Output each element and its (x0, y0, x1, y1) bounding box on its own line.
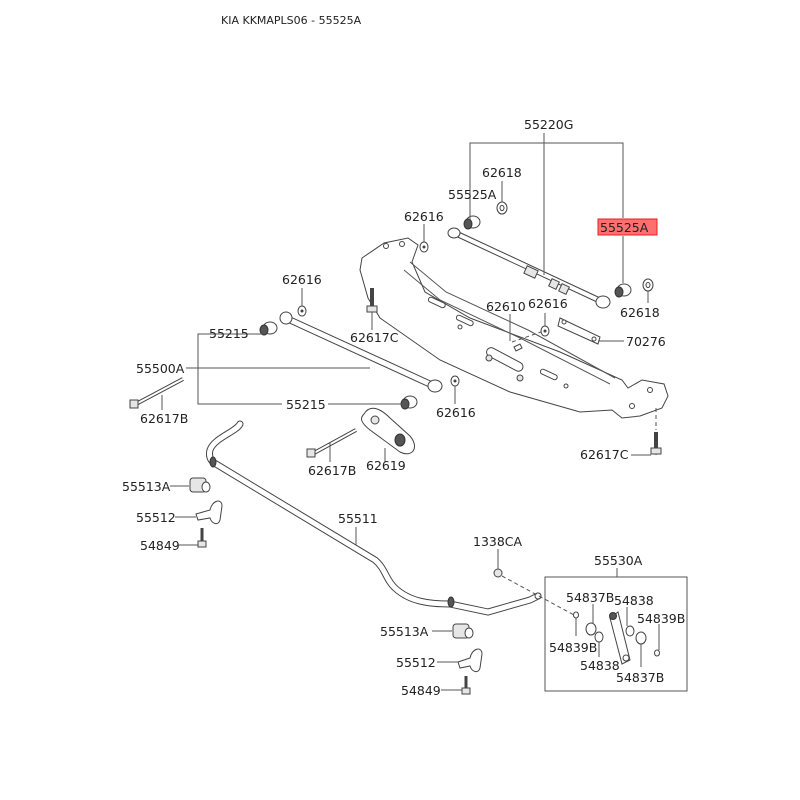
bushing-54837B-bottom[interactable] (635, 631, 647, 645)
callout-70276[interactable]: 70276 (626, 334, 666, 349)
bushing-55513A-bottom[interactable] (452, 623, 474, 639)
bracket-62619[interactable] (361, 407, 415, 455)
stabilizer-bar-55511[interactable] (206, 420, 542, 616)
callout-55511[interactable]: 55511 (338, 511, 378, 526)
clamp-55512-left[interactable] (195, 500, 223, 525)
callout-54849-bottom[interactable]: 54849 (401, 683, 441, 698)
callout-54839B-left[interactable]: 54839B (549, 640, 597, 655)
callout-55513A-bottom[interactable]: 55513A (380, 624, 429, 639)
callout-62617C-right[interactable]: 62617C (580, 447, 629, 462)
washer-54838-top[interactable] (625, 625, 635, 637)
bushing-55513A-left[interactable] (189, 477, 211, 493)
callout-62618-right[interactable]: 62618 (620, 305, 660, 320)
bushing-55525A-right[interactable] (614, 283, 632, 298)
callout-62619[interactable]: 62619 (366, 458, 406, 473)
washer-62616-top[interactable] (419, 241, 429, 253)
ring-54839B-right[interactable] (654, 649, 660, 657)
trailing-arm-55500A[interactable] (279, 311, 443, 393)
bolt-54849-bottom[interactable] (461, 676, 471, 695)
crossmember-62610[interactable] (359, 237, 669, 419)
callout-55525A-highlight[interactable]: 55525A (600, 220, 649, 235)
callout-54838-bottom[interactable]: 54838 (580, 658, 620, 673)
kit-box-55530A (544, 576, 688, 692)
callout-62616-lower[interactable]: 62616 (436, 405, 476, 420)
highlighted-part-box[interactable] (597, 218, 658, 236)
bolt-62617B-left[interactable] (129, 377, 184, 409)
callout-55513A-left[interactable]: 55513A (122, 479, 171, 494)
callout-54849-left[interactable]: 54849 (140, 538, 180, 553)
callout-54837B-top[interactable]: 54837B (566, 590, 614, 605)
callout-62618-top[interactable]: 62618 (482, 165, 522, 180)
callout-55215-upper[interactable]: 55215 (209, 326, 249, 341)
callout-1338CA[interactable]: 1338CA (473, 534, 523, 549)
nut-62618-right[interactable] (642, 278, 654, 292)
washer-62616-left-top[interactable] (297, 305, 307, 317)
callout-55530A[interactable]: 55530A (594, 553, 643, 568)
callout-55500A[interactable]: 55500A (136, 361, 185, 376)
bolt-54849-left[interactable] (197, 528, 207, 548)
callout-62616-left-top[interactable]: 62616 (282, 272, 322, 287)
washer-62616-lower[interactable] (450, 375, 460, 387)
callout-54838-top[interactable]: 54838 (614, 593, 654, 608)
callout-62617B-left[interactable]: 62617B (140, 411, 188, 426)
callout-55512-left[interactable]: 55512 (136, 510, 176, 525)
callout-55215-lower[interactable]: 55215 (286, 397, 326, 412)
washer-62616-mid[interactable] (540, 325, 550, 337)
callout-54839B-right[interactable]: 54839B (637, 611, 685, 626)
callout-62616-mid[interactable]: 62616 (528, 296, 568, 311)
callout-62617C-upper[interactable]: 62617C (350, 330, 399, 345)
nut-62618-top[interactable] (496, 201, 508, 215)
ring-54839B-left[interactable] (573, 611, 579, 619)
callout-54837B-bottom[interactable]: 54837B (616, 670, 664, 685)
bolt-62617C-right[interactable] (650, 408, 662, 455)
callout-62610[interactable]: 62610 (486, 299, 526, 314)
callout-62616-top[interactable]: 62616 (404, 209, 444, 224)
lateral-link-55220G[interactable] (447, 227, 611, 309)
bolt-62617B-mid[interactable] (306, 428, 357, 458)
callout-55525A-left[interactable]: 55525A (448, 187, 497, 202)
stabilizer-link-55530A[interactable] (609, 611, 631, 665)
leader-lines (161, 133, 660, 691)
callout-55512-bottom[interactable]: 55512 (396, 655, 436, 670)
plate-70276[interactable] (557, 317, 601, 345)
clamp-55512-bottom[interactable] (457, 648, 483, 673)
bushing-55525A-left[interactable] (463, 215, 481, 230)
bushing-55215-upper[interactable] (259, 321, 278, 336)
callout-55220G[interactable]: 55220G (524, 117, 573, 132)
page-title: KIA KKMAPLS06 - 55525A (221, 14, 362, 27)
bushing-55215-lower[interactable] (400, 395, 418, 410)
callout-62617B-mid[interactable]: 62617B (308, 463, 356, 478)
bushing-54837B-top[interactable] (585, 622, 597, 636)
